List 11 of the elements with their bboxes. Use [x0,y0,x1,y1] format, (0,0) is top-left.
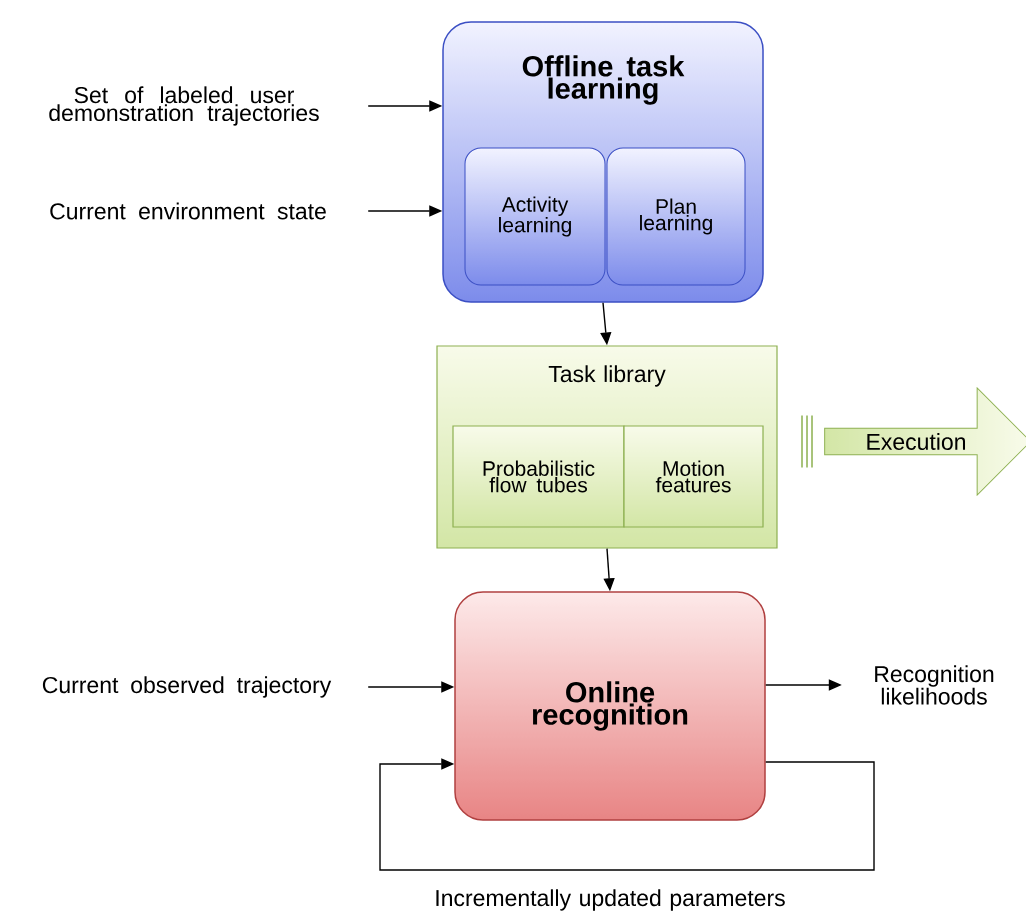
process-box: Plan learning [606,147,746,286]
arrow [379,758,875,871]
edge-label: Incrementally updated parameters [432,887,788,913]
component-box: Motion features [623,425,764,528]
process-box: Activity learning [464,147,606,286]
component-box: Probabilistic flow tubes [452,425,625,528]
input-text: Set of labeled user demonstration trajectories [49,86,319,126]
input-text: Current environment state [50,202,326,220]
input-text: Recognition likelihoods [875,665,994,705]
input-text: Current observed trajectory [42,676,332,698]
process-box: Online recognition [454,591,766,821]
